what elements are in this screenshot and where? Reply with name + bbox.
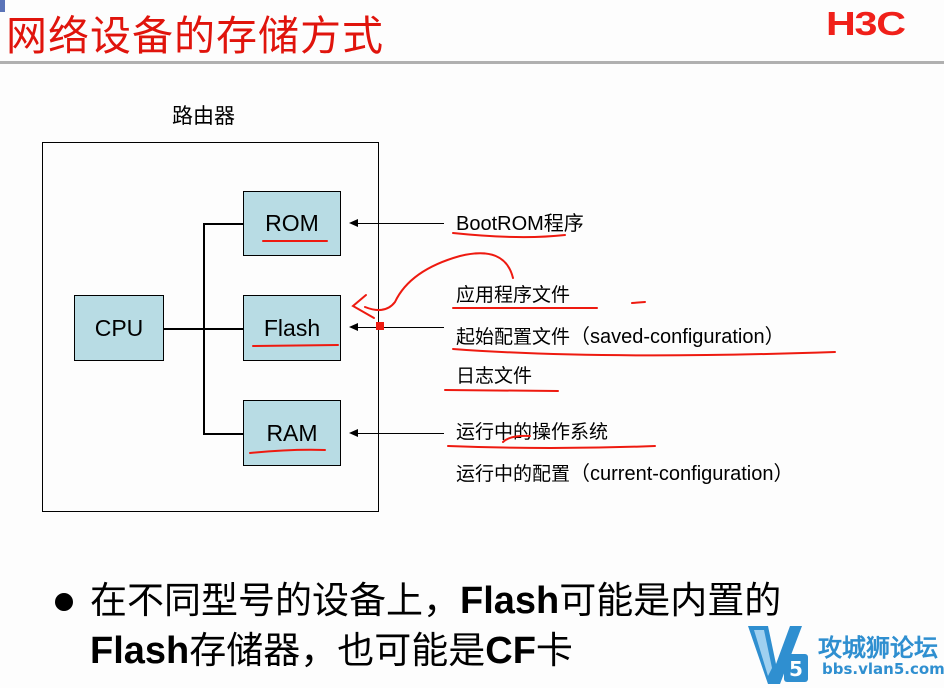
title-separator xyxy=(0,61,944,64)
dash-mark xyxy=(631,301,646,304)
flash-label: Flash xyxy=(263,314,321,341)
rom-content-bootrom: BootROM程序 xyxy=(456,213,584,235)
svg-text:5: 5 xyxy=(789,657,803,681)
bullet-text: 在不同型号的设备上，Flash可能是内置的 Flash存储器，也可能是CF卡 xyxy=(90,579,782,672)
flash-block: Flash xyxy=(243,295,341,361)
watermark-url: bbs.vlan5.com xyxy=(822,660,944,678)
underline-log xyxy=(444,389,559,392)
rom-arrow-head xyxy=(349,219,358,227)
ram-block: RAM xyxy=(243,400,341,466)
ram-label: RAM xyxy=(266,419,318,446)
flash-content-app: 应用程序文件 xyxy=(456,284,571,306)
bus-to-rom-line xyxy=(203,223,244,225)
router-label: 路由器 xyxy=(172,104,235,128)
corner-marker xyxy=(0,0,5,12)
rom-arrow-line xyxy=(352,223,444,225)
flash-arrow-line xyxy=(352,327,444,329)
slide-title: 网络设备的存储方式 xyxy=(6,12,384,60)
flash-content-startup-config: 起始配置文件（saved-configuration） xyxy=(456,326,785,348)
ram-arrow-head xyxy=(349,429,358,437)
underline-startup xyxy=(452,348,836,357)
flash-content-log: 日志文件 xyxy=(456,365,533,387)
watermark: 5 攻城狮论坛 bbs.vlan5.com xyxy=(740,620,944,688)
bullet-dot xyxy=(55,593,73,611)
rom-block: ROM xyxy=(243,191,341,256)
cpu-to-flash-line xyxy=(163,328,244,330)
ram-content-running-config: 运行中的配置（current-configuration） xyxy=(456,463,794,485)
ram-arrow-line xyxy=(352,433,444,435)
pointer-marker xyxy=(376,322,384,330)
v5-logo-icon: 5 xyxy=(748,626,808,684)
cpu-label: CPU xyxy=(94,314,144,341)
cpu-block: CPU xyxy=(74,295,164,361)
watermark-site-name: 攻城狮论坛 xyxy=(818,634,938,662)
underline-os xyxy=(447,445,656,449)
ram-content-os: 运行中的操作系统 xyxy=(456,421,609,443)
h3c-logo: H3C xyxy=(826,5,906,42)
rom-label: ROM xyxy=(265,210,319,236)
bus-to-ram-line xyxy=(203,433,244,435)
flash-arrow-head xyxy=(349,323,358,331)
